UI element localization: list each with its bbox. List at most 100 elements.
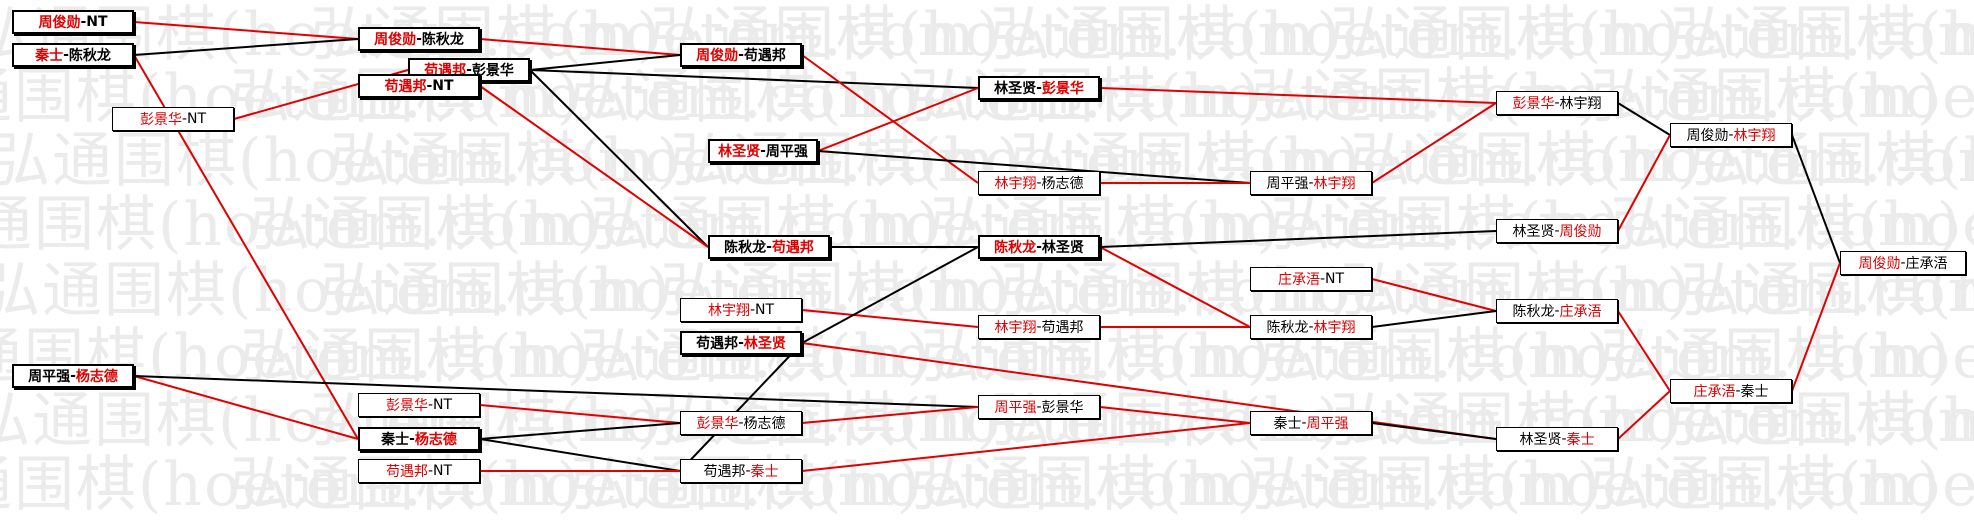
- player-b: NT: [755, 302, 775, 318]
- player-b: 苟遇邦: [771, 240, 814, 256]
- separator: -: [749, 302, 756, 318]
- separator: -: [426, 78, 433, 94]
- separator: -: [1554, 223, 1560, 239]
- player-a: 林圣贤: [1519, 432, 1562, 448]
- match-node-r6m4: 林圣贤-秦士: [1496, 427, 1618, 451]
- player-a: 林宇翔: [994, 176, 1037, 192]
- bracket-edge-r3m5-r4m3: [801, 246, 979, 344]
- player-a: 周俊勋: [1686, 128, 1729, 144]
- player-b: 彭景华: [1041, 81, 1084, 97]
- player-a: 苟遇邦: [703, 464, 746, 480]
- bracket-edge-r2m2-r3m1: [529, 54, 681, 71]
- separator: -: [760, 143, 766, 159]
- separator: -: [738, 415, 744, 431]
- separator: -: [1301, 415, 1307, 431]
- separator: -: [1900, 255, 1906, 271]
- player-a: 苟遇邦: [384, 79, 427, 95]
- player-a: 周平强: [1266, 176, 1309, 192]
- separator: -: [738, 335, 744, 351]
- match-node-r1m1: 周俊勋-NT: [12, 10, 134, 34]
- match-node-r2m1: 周俊勋-陈秋龙: [358, 27, 480, 51]
- player-b: 彭景华: [1041, 400, 1084, 416]
- separator: -: [409, 431, 415, 447]
- bracket-edge-r2m5-r3m7: [479, 438, 681, 472]
- separator: -: [80, 14, 87, 30]
- player-b: 秦士: [750, 464, 779, 480]
- match-node-r2m6: 苟遇邦-NT: [358, 459, 480, 483]
- separator: -: [427, 463, 434, 479]
- player-b: 杨志德: [75, 369, 118, 385]
- bracket-edge-r3m6-r4m5: [801, 406, 979, 424]
- bracket-edge-r2m2-r4m1: [529, 69, 979, 89]
- bracket-edge-r6m2-r7m1: [1617, 134, 1671, 232]
- bracket-edge-r1m1-r2m1: [133, 21, 359, 40]
- match-node-r7m2: 庄承浯-秦士: [1670, 379, 1792, 403]
- separator: -: [1319, 271, 1326, 287]
- bracket-edge-r4m1-r6m1: [1099, 87, 1497, 104]
- bracket-edge-r2m4-r3m6: [479, 404, 681, 424]
- player-b: 林圣贤: [1041, 240, 1084, 256]
- match-node-r3m2: 林圣贤-周平强: [708, 139, 818, 163]
- bracket-edge-r3m5-r6m4: [801, 342, 1497, 440]
- player-a: 林圣贤: [718, 144, 761, 160]
- player-b: NT: [433, 463, 453, 479]
- player-a: 苟遇邦: [385, 464, 428, 480]
- player-a: 陈秋龙: [724, 240, 767, 256]
- separator: -: [181, 111, 188, 127]
- bracket-edge-r2m2-r3m3: [529, 69, 709, 248]
- player-b: 周平强: [1306, 416, 1349, 432]
- match-node-r5m2: 庄承浯-NT: [1250, 267, 1372, 291]
- bracket-edge-r7m2-r8m1: [1791, 262, 1841, 392]
- player-b: 陈秋龙: [421, 32, 464, 48]
- match-node-r6m2: 林圣贤-周俊勋: [1496, 219, 1618, 243]
- player-b: 庄承浯: [1559, 304, 1602, 320]
- player-b: 林圣贤: [743, 336, 786, 352]
- bracket-edge-r4m3-r5m3: [1099, 246, 1251, 328]
- player-b: 苟遇邦: [743, 48, 786, 64]
- player-a: 庄承浯: [1693, 384, 1736, 400]
- player-b: 彭景华: [471, 63, 514, 79]
- bracket-edge-r5m4-r6m4: [1371, 422, 1497, 440]
- separator: -: [766, 239, 772, 255]
- match-node-r4m1: 林圣贤-彭景华: [978, 76, 1100, 100]
- separator: -: [1728, 127, 1734, 143]
- player-a: 彭景华: [139, 112, 182, 128]
- bracket-edge-r2m5-r3m6: [479, 422, 681, 440]
- match-node-r3m3: 陈秋龙-苟遇邦: [708, 235, 830, 259]
- player-b: 杨志德: [414, 432, 457, 448]
- bracket-edge-r6m1-r7m1: [1617, 102, 1671, 136]
- separator: -: [738, 47, 744, 63]
- bracket-edge-r6m4-r7m2: [1617, 390, 1671, 440]
- player-a: 周俊勋: [696, 48, 739, 64]
- bracket-edge-r2m3-r3m3: [479, 85, 709, 248]
- player-a: 陈秋龙: [1266, 320, 1309, 336]
- bracket-edge-r2m1-r3m1: [479, 38, 681, 56]
- player-a: 苟遇邦: [696, 336, 739, 352]
- player-b: NT: [1325, 271, 1345, 287]
- player-b: 林宇翔: [1313, 320, 1356, 336]
- player-a: 周俊勋: [1858, 256, 1901, 272]
- bracket-edge-r3m1-r4m2: [801, 54, 979, 184]
- match-node-r2m5: 秦士-杨志德: [358, 427, 480, 451]
- match-node-r1m2: 秦士-陈秋龙: [12, 43, 134, 67]
- bracket-edge-r4m3-r6m2: [1099, 230, 1497, 248]
- player-a: 彭景华: [696, 416, 739, 432]
- bracket-edge-r1m4-r4m5: [133, 375, 979, 408]
- bracket-edge-r5m1-r6m1: [1371, 102, 1497, 184]
- bracket-edge-r1m2-r2m1: [133, 38, 359, 56]
- match-node-r3m6: 彭景华-杨志德: [680, 411, 802, 435]
- match-node-r3m7: 苟遇邦-秦士: [680, 459, 802, 483]
- separator: -: [1554, 303, 1560, 319]
- match-node-r2m3: 苟遇邦-NT: [358, 74, 480, 98]
- player-a: 周平强: [994, 400, 1037, 416]
- player-a: 陈秋龙: [1512, 304, 1555, 320]
- player-b: 苟遇邦: [1041, 320, 1084, 336]
- player-b: 林宇翔: [1313, 176, 1356, 192]
- bracket-edge-r3m2-r4m1: [817, 87, 979, 152]
- separator: -: [1561, 431, 1567, 447]
- bracket-edge-r7m1-r8m1: [1791, 134, 1841, 264]
- player-a: 周俊勋: [38, 15, 81, 31]
- match-node-r1m4: 周平强-杨志德: [12, 364, 134, 388]
- player-b: 林宇翔: [1733, 128, 1776, 144]
- bracket-edge-r1m4-r2m5: [133, 375, 359, 440]
